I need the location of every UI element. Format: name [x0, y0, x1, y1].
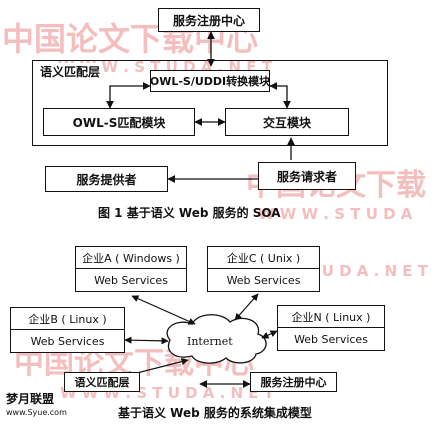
enterprise-b-name: 企业B ( Linux ) — [11, 308, 124, 330]
enterprise-c-name: 企业C ( Unix ) — [208, 247, 319, 269]
site-logo-title: 梦月联盟 — [6, 392, 55, 406]
owls-match-module: OWL-S匹配模块 — [43, 108, 195, 136]
site-logo-url: www.Syue.com — [6, 408, 67, 417]
link-uddi-match — [106, 82, 151, 109]
link-internet-enterprise-b — [124, 336, 169, 345]
service-provider-box: 服务提供者 — [45, 166, 168, 192]
interaction-module: 交互模块 — [225, 108, 349, 136]
enterprise-a-name: 企业A ( Windows ) — [76, 247, 186, 269]
semantic-layer-group — [32, 60, 388, 146]
service-registry-box: 服务注册中心 — [158, 8, 260, 32]
enterprise-c-service: Web Services — [226, 273, 301, 287]
internet-label: Internet — [187, 335, 233, 348]
enterprise-b-box: 企业B ( Linux ) Web Services — [10, 307, 125, 353]
semantic-layer-label: 语义匹配层 — [38, 63, 103, 80]
semantic-layer-box: 语义匹配层 — [64, 372, 140, 392]
link-internet-enterprise-c — [234, 293, 259, 321]
link-internet-enterprise-a — [131, 295, 196, 325]
owls-uddi-module: OWL-S/UDDI转换模块 — [150, 70, 270, 92]
service-registry-box-2: 服务注册中心 — [250, 372, 337, 392]
enterprise-c-box: 企业C ( Unix ) Web Services — [207, 246, 320, 292]
link-uddi-interaction — [269, 82, 291, 109]
enterprise-a-service: Web Services — [94, 273, 168, 287]
link-internet-enterprise-n — [261, 330, 278, 339]
figure-2-caption: 基于语义 Web 服务的系统集成模型 — [118, 406, 312, 420]
site-logo: 梦月联盟 www.Syue.com — [6, 393, 67, 419]
service-requester-box: 服务请求者 — [258, 162, 356, 190]
enterprise-n-box: 企业N ( Linux ) Web Services — [277, 305, 385, 351]
enterprise-n-name: 企业N ( Linux ) — [278, 306, 384, 328]
figure-1-caption: 图 1 基于语义 Web 服务的 SOA — [98, 206, 281, 220]
enterprise-n-service: Web Services — [294, 332, 368, 346]
enterprise-b-service: Web Services — [30, 334, 105, 348]
enterprise-a-box: 企业A ( Windows ) Web Services — [75, 246, 187, 292]
